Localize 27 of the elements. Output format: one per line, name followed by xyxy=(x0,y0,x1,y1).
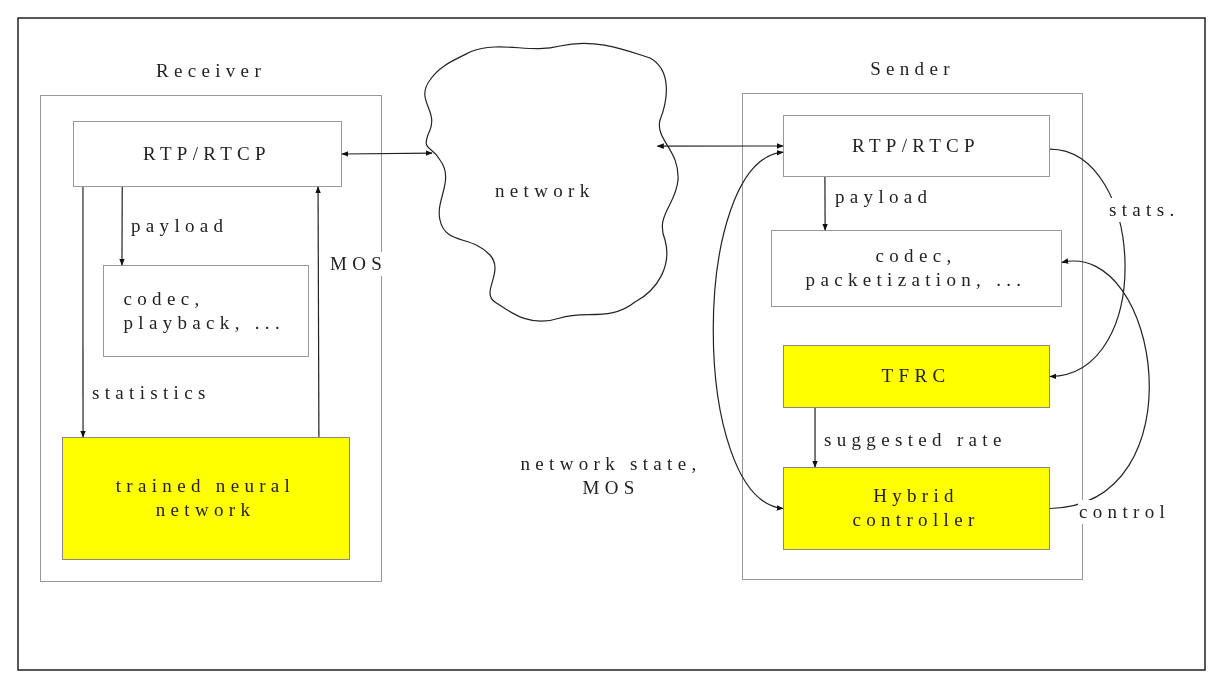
arrow xyxy=(119,186,125,266)
process-box xyxy=(102,264,309,357)
panel-heading: Receiver xyxy=(154,60,268,82)
box-label: Hybrid controller xyxy=(851,484,981,532)
arrow xyxy=(315,186,321,438)
highlighted-process-box xyxy=(782,466,1050,550)
highlighted-process-box xyxy=(61,436,350,560)
arrow xyxy=(712,151,784,510)
process-box xyxy=(782,114,1050,177)
box-label: RTP/RTCP xyxy=(143,141,271,166)
box-label: trained neural network xyxy=(114,474,297,522)
arrow xyxy=(656,143,784,149)
arrow xyxy=(822,176,828,231)
highlighted-process-box xyxy=(782,344,1050,408)
arrow xyxy=(341,150,433,157)
box-label: network xyxy=(495,180,595,202)
process-box xyxy=(72,120,342,187)
arrow xyxy=(1049,148,1126,378)
box-label: RTP/RTCP xyxy=(852,133,980,158)
process-box xyxy=(770,229,1062,307)
box-label: TFRC xyxy=(881,364,951,388)
arrow xyxy=(812,407,818,468)
panel-heading: Sender xyxy=(869,58,956,80)
box-label: codec, packetization, ... xyxy=(804,244,1028,292)
arrow xyxy=(80,186,86,438)
arrow xyxy=(1049,259,1150,510)
box-label: codec, playback, ... xyxy=(123,286,286,335)
